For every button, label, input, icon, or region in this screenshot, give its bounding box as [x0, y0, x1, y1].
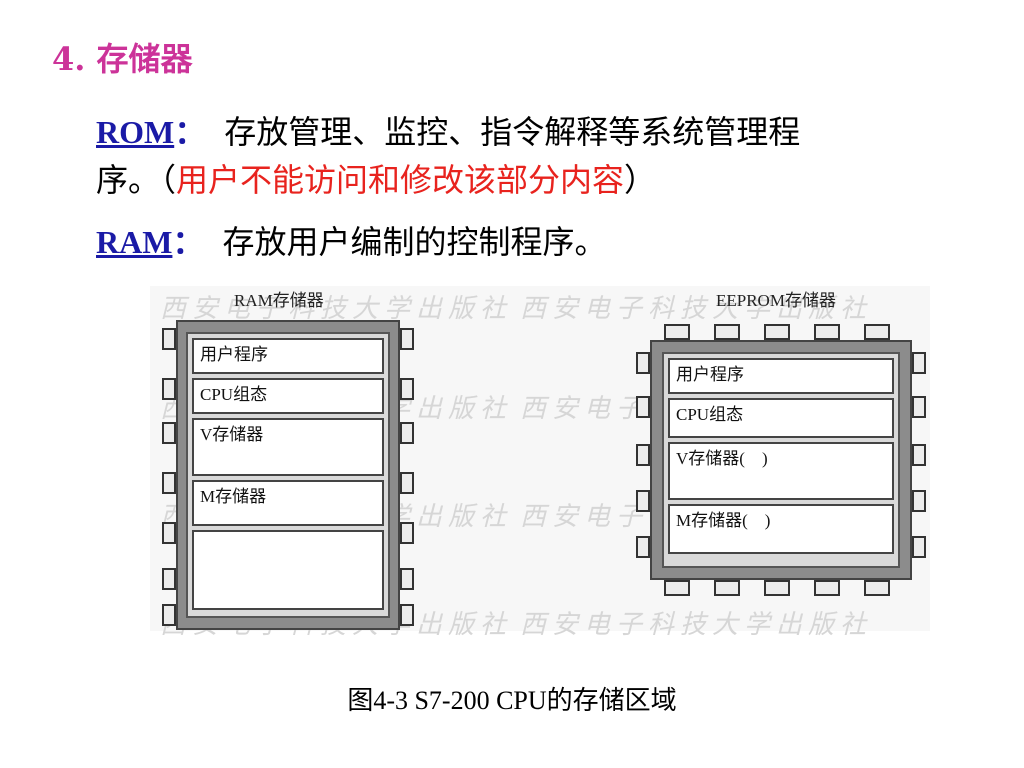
figure-caption: 图4-3 S7-200 CPU的存储区域 [347, 686, 677, 715]
ram-chip-pin [162, 378, 176, 400]
eeprom-memory-cell: V存储器( ) [668, 442, 894, 500]
ram-chip-label: RAM存储器 [234, 291, 324, 310]
ram-chip-pin [400, 472, 414, 494]
eeprom-chip-pin [636, 536, 650, 558]
eeprom-chip-pin [912, 536, 926, 558]
ram-chip-pin [400, 568, 414, 590]
eeprom-chip-pin [636, 352, 650, 374]
eeprom-chip-pin [814, 324, 840, 340]
ram-term: RAM [96, 224, 173, 260]
eeprom-chip-pin [636, 490, 650, 512]
ram-chip-pin [162, 328, 176, 350]
ram-memory-cell: M存储器 [192, 480, 384, 526]
eeprom-chip-pin [664, 324, 690, 340]
rom-restriction-note: 用户不能访问和修改该部分内容 [176, 161, 625, 199]
slide-heading: 4. 存储器 [52, 40, 193, 78]
eeprom-chip-pin [636, 396, 650, 418]
eeprom-memory-cell: M存储器( ) [668, 504, 894, 554]
ram-memory-cell: CPU组态 [192, 378, 384, 414]
eeprom-chip-pin [664, 580, 690, 596]
eeprom-chip-pin [636, 444, 650, 466]
eeprom-chip-pin [764, 580, 790, 596]
ram-description: 存放用户编制的控制程序。 [222, 223, 607, 261]
ram-memory-cell: 用户程序 [192, 338, 384, 374]
watermark: 西安电子科技大学出版社 [520, 294, 873, 324]
ram-chip-pin [400, 604, 414, 626]
eeprom-memory-cell: CPU组态 [668, 398, 894, 438]
ram-line: RAM： 存放用户编制的控制程序。 [96, 218, 606, 266]
ram-chip-pin [162, 472, 176, 494]
eeprom-chip-pin [912, 490, 926, 512]
rom-line-1: ROM： 存放管理、监控、指令解释等系统管理程 [96, 108, 800, 156]
eeprom-chip-pin [864, 580, 890, 596]
rom-line2-start: 序。（ [96, 161, 177, 199]
rom-colon: ： [174, 113, 207, 151]
eeprom-chip-pin [912, 396, 926, 418]
watermark: 西安电子科技大学出版社 [160, 294, 513, 324]
ram-chip-pin [162, 422, 176, 444]
ram-chip-pin [400, 422, 414, 444]
watermark: 西安电子科技大学出版社 [520, 610, 873, 640]
rom-line-2: 序。（用户不能访问和修改该部分内容） [96, 156, 656, 204]
ram-memory-cell [192, 530, 384, 610]
eeprom-chip-pin [864, 324, 890, 340]
rom-term: ROM [96, 114, 175, 150]
eeprom-chip-label: EEPROM存储器 [716, 291, 836, 310]
rom-description: 存放管理、监控、指令解释等系统管理程 [224, 113, 801, 151]
eeprom-chip-pin [714, 580, 740, 596]
ram-chip-pin [162, 522, 176, 544]
ram-chip-pin [162, 568, 176, 590]
eeprom-chip-pin [912, 352, 926, 374]
memory-figure: 西安电子科技大学出版社 西安电子科技大学出版社 西安电子科技大学出版社 西安电子… [150, 286, 930, 640]
eeprom-chip-pin [912, 444, 926, 466]
eeprom-chip-pin [814, 580, 840, 596]
rom-line2-end: ） [624, 161, 657, 199]
eeprom-memory-cell: 用户程序 [668, 358, 894, 394]
ram-chip-pin [162, 604, 176, 626]
eeprom-chip-pin [714, 324, 740, 340]
ram-memory-cell: V存储器 [192, 418, 384, 476]
ram-chip-pin [400, 328, 414, 350]
eeprom-chip-pin [764, 324, 790, 340]
ram-colon: ： [172, 223, 205, 261]
ram-chip-pin [400, 378, 414, 400]
ram-chip-pin [400, 522, 414, 544]
